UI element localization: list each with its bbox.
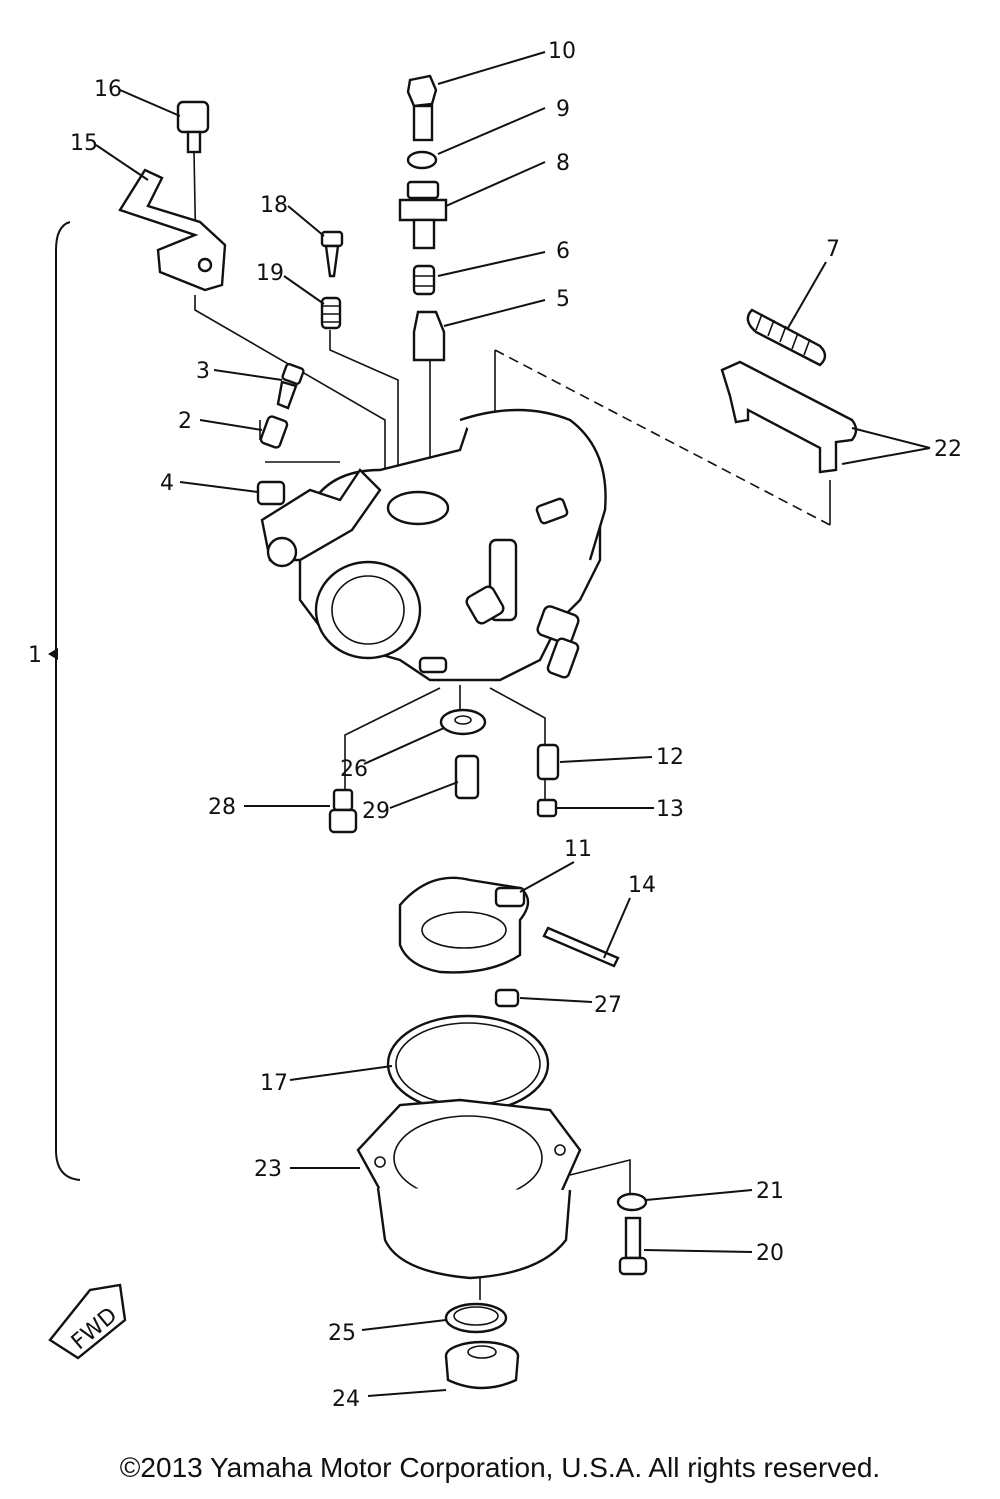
- part-27-screw: [494, 988, 520, 1008]
- callout-28: 28: [208, 795, 236, 820]
- callout-24: 24: [332, 1387, 360, 1412]
- part-12-jet: [536, 743, 560, 781]
- part-19-spring: [320, 296, 342, 330]
- part-18-screw: [320, 230, 344, 278]
- callout-14: 14: [628, 873, 656, 898]
- callout-22: 22: [934, 437, 962, 462]
- part-9-washer: [406, 150, 438, 170]
- callout-10: 10: [548, 39, 576, 64]
- callout-6: 6: [556, 239, 570, 264]
- callout-20: 20: [756, 1241, 784, 1266]
- part-21-washer: [616, 1192, 648, 1212]
- callout-19: 19: [256, 261, 284, 286]
- part-15-bracket: [118, 168, 227, 292]
- callout-12: 12: [656, 745, 684, 770]
- callout-2: 2: [178, 409, 192, 434]
- carburetor-body: [260, 408, 607, 682]
- callout-26: 26: [340, 757, 368, 782]
- part-16-screw: [176, 100, 210, 261]
- part-14-pin: [542, 926, 620, 968]
- part-2-spring: [259, 415, 289, 449]
- part-22-float-arm: [720, 360, 858, 474]
- callout-13: 13: [656, 797, 684, 822]
- part-29-jet: [454, 754, 480, 800]
- callout-leader-lines: [95, 51, 931, 1397]
- callout-8: 8: [556, 151, 570, 176]
- part-7-spring: [746, 308, 827, 367]
- part-24-drain-plug: [444, 1340, 520, 1390]
- part-8-needle-valve: [398, 180, 448, 250]
- callout-15: 15: [70, 131, 98, 156]
- part-13-nut: [536, 798, 558, 818]
- part-25-o-ring: [444, 1302, 508, 1334]
- callout-23: 23: [254, 1157, 282, 1182]
- part-11-float: [398, 876, 530, 974]
- callout-5: 5: [556, 287, 570, 312]
- callout-1: 1: [28, 643, 42, 668]
- part-3-screw: [276, 363, 305, 410]
- callout-18: 18: [260, 193, 288, 218]
- part-28-jet: [328, 788, 358, 834]
- callout-17: 17: [260, 1071, 288, 1096]
- callout-9: 9: [556, 97, 570, 122]
- bracket-arrow-1: [48, 648, 58, 660]
- part-23-float-bowl: [356, 1098, 582, 1280]
- callout-21: 21: [756, 1179, 784, 1204]
- callout-27: 27: [594, 993, 622, 1018]
- part-26-washer: [439, 708, 487, 736]
- callout-16: 16: [94, 77, 122, 102]
- callout-4: 4: [160, 471, 174, 496]
- part-10-bolt: [406, 74, 438, 142]
- callout-29: 29: [362, 799, 390, 824]
- callout-labels: 1 2 3 4 5 6 7 8 9 10 11 12 13 14 15 16 1…: [28, 39, 962, 1412]
- callout-25: 25: [328, 1321, 356, 1346]
- fwd-direction-badge: FWD: [48, 1283, 127, 1360]
- part-6-spring: [412, 264, 436, 296]
- assembly-bracket-1: [55, 221, 81, 1181]
- callout-3: 3: [196, 359, 210, 384]
- copyright-notice: ©2013 Yamaha Motor Corporation, U.S.A. A…: [119, 1452, 881, 1483]
- assembly-guide-lines: [194, 295, 831, 1300]
- callout-7: 7: [826, 237, 840, 262]
- part-20-screw: [618, 1216, 648, 1276]
- part-4-screw: [256, 480, 286, 506]
- part-17-gasket: [386, 1014, 550, 1114]
- part-5-piston: [412, 310, 446, 362]
- carburetor-exploded-diagram: FWD 1 2 3 4 5: [28, 39, 962, 1412]
- callout-11: 11: [564, 837, 592, 862]
